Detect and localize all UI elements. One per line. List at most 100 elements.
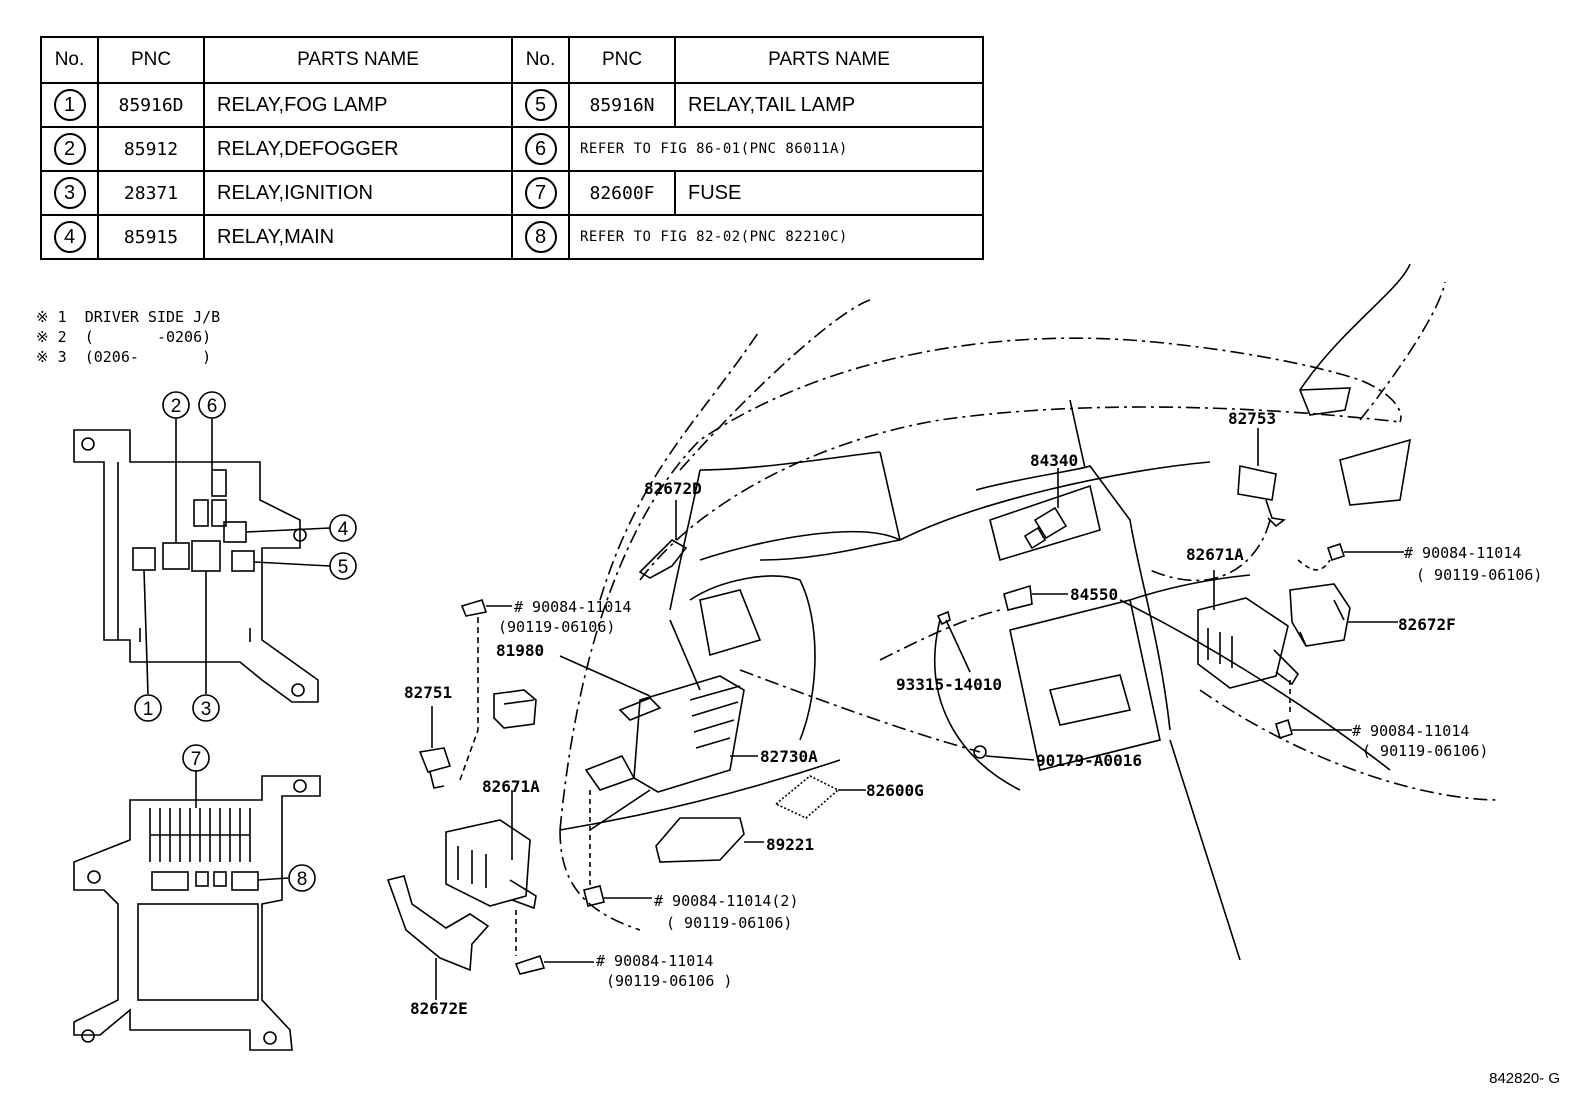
relay-block-82671a-right: [1197, 570, 1300, 689]
note-text: ( -0206): [84, 328, 212, 346]
header-parts-name: PARTS NAME: [203, 36, 513, 84]
row-pnc: 28371: [97, 170, 205, 216]
callout-3: [192, 694, 220, 722]
part-label: 82753: [1228, 409, 1276, 428]
row-number: 1: [53, 89, 86, 121]
bracket-82672d: [638, 500, 688, 579]
header-pnc-2: PNC: [568, 36, 676, 84]
header-no-2: No.: [511, 36, 570, 84]
part-label: 89221: [766, 835, 814, 854]
grommet-90179: [973, 745, 1035, 761]
row-number: 8: [524, 221, 557, 253]
part-label: 82671A: [482, 777, 540, 796]
screw-93315: [936, 610, 971, 673]
callout-label: 3: [201, 699, 212, 720]
row-part-name: FUSE: [674, 170, 984, 216]
callout-1: [134, 694, 162, 722]
note-2: ※ 2 ( -0206): [36, 328, 211, 346]
bolt-label: # 90084-11014(2): [654, 892, 799, 910]
fuse-callouts: [182, 744, 316, 892]
bolt-label-alt: ( 90119-06106): [666, 914, 792, 932]
callout-7: [182, 744, 210, 772]
row-number: 4: [53, 221, 86, 253]
row-pnc: 85915: [97, 214, 205, 260]
part-label: 84550: [1070, 585, 1118, 604]
fuse-junction-block: [73, 770, 321, 1051]
bracket-82672f: [1289, 583, 1398, 647]
row-reference: REFER TO FIG 82-02(PNC 82210C): [568, 214, 984, 260]
row-pnc: 85916D: [97, 82, 205, 128]
header-parts-name-2: PARTS NAME: [674, 36, 984, 84]
relay-81980: [493, 689, 537, 729]
row-part-name: RELAY,MAIN: [203, 214, 513, 260]
bolt-label-alt: (90119-06106): [498, 618, 615, 636]
note-3: ※ 3 (0206- ): [36, 348, 211, 366]
part-label: 82751: [404, 683, 452, 702]
bracket-82753: [1237, 428, 1286, 528]
table-row: 3 28371 RELAY,IGNITION 7 82600F FUSE: [40, 170, 984, 216]
relay-block-82671a-left: [445, 790, 537, 910]
row-number: 3: [53, 177, 86, 209]
parts-table: No. PNC PARTS NAME No. PNC PARTS NAME 1 …: [40, 36, 984, 260]
switch-84340: [1023, 468, 1068, 550]
part-label: 93315-14010: [896, 675, 1002, 694]
row-number: 7: [524, 177, 557, 209]
part-label: 84340: [1030, 451, 1078, 470]
callout-4: [329, 514, 357, 542]
table-row: 1 85916D RELAY,FOG LAMP 5 85916N RELAY,T…: [40, 82, 984, 128]
bolt-label-alt: ( 90119-06106): [1416, 566, 1542, 584]
row-reference: REFER TO FIG 86-01(PNC 86011A): [568, 126, 984, 172]
row-part-name: RELAY,TAIL LAMP: [674, 82, 984, 128]
bracket-82672e: [386, 875, 490, 1000]
bolt-label: # 90084-11014: [596, 952, 713, 970]
header-pnc: PNC: [97, 36, 205, 84]
note-mark: ※ 3: [36, 348, 67, 366]
row-number: 6: [524, 133, 557, 165]
clip-84550: [1003, 584, 1068, 611]
callout-label: 8: [297, 869, 308, 890]
callout-5: [329, 552, 357, 580]
row-part-name: RELAY,DEFOGGER: [203, 126, 513, 172]
note-text: (0206- ): [84, 348, 212, 366]
note-text: DRIVER SIDE J/B: [84, 308, 221, 326]
note-mark: ※ 1: [36, 308, 67, 326]
callout-label: 6: [207, 396, 218, 417]
row-pnc: 82600F: [568, 170, 676, 216]
bolt-label-alt: (90119-06106 ): [606, 972, 732, 990]
bolt-label: # 90084-11014: [514, 598, 631, 616]
figure-code: 842820- G: [1489, 1070, 1560, 1087]
part-label: 90179-A0016: [1036, 751, 1142, 770]
junction-block-82730a: [559, 655, 758, 831]
part-label: 81980: [496, 641, 544, 660]
dashboard-outline: [559, 263, 1501, 961]
part-label: 82671A: [1186, 545, 1244, 564]
callout-2: [162, 391, 190, 419]
relay-junction-block: [73, 418, 331, 703]
note-1: ※ 1 DRIVER SIDE J/B: [36, 308, 220, 326]
table-header-row: No. PNC PARTS NAME No. PNC PARTS NAME: [40, 36, 984, 84]
bolt-label-alt: ( 90119-06106): [1362, 742, 1488, 760]
part-label: 82730A: [760, 747, 818, 766]
bolt-label: # 90084-11014: [1404, 544, 1521, 562]
callout-label: 2: [171, 396, 182, 417]
bolt-icon: [460, 542, 1404, 975]
callout-6: [198, 391, 226, 419]
row-part-name: RELAY,FOG LAMP: [203, 82, 513, 128]
part-label: 82672E: [410, 999, 468, 1018]
module-89221: [655, 817, 764, 863]
callout-label: 1: [143, 699, 154, 720]
row-number: 5: [524, 89, 557, 121]
header-no: No.: [40, 36, 99, 84]
table-row: 4 85915 RELAY,MAIN 8 REFER TO FIG 82-02(…: [40, 214, 984, 260]
note-mark: ※ 2: [36, 328, 67, 346]
part-label: 82600G: [866, 781, 924, 800]
bolt-label: # 90084-11014: [1352, 722, 1469, 740]
callout-label: 4: [338, 519, 349, 540]
cover-82600g: [774, 775, 866, 819]
table-row: 2 85912 RELAY,DEFOGGER 6 REFER TO FIG 86…: [40, 126, 984, 172]
relay-82751: [418, 616, 479, 789]
relay-callouts: [134, 391, 357, 722]
callout-label: 5: [338, 557, 349, 578]
part-label: 82672F: [1398, 615, 1456, 634]
